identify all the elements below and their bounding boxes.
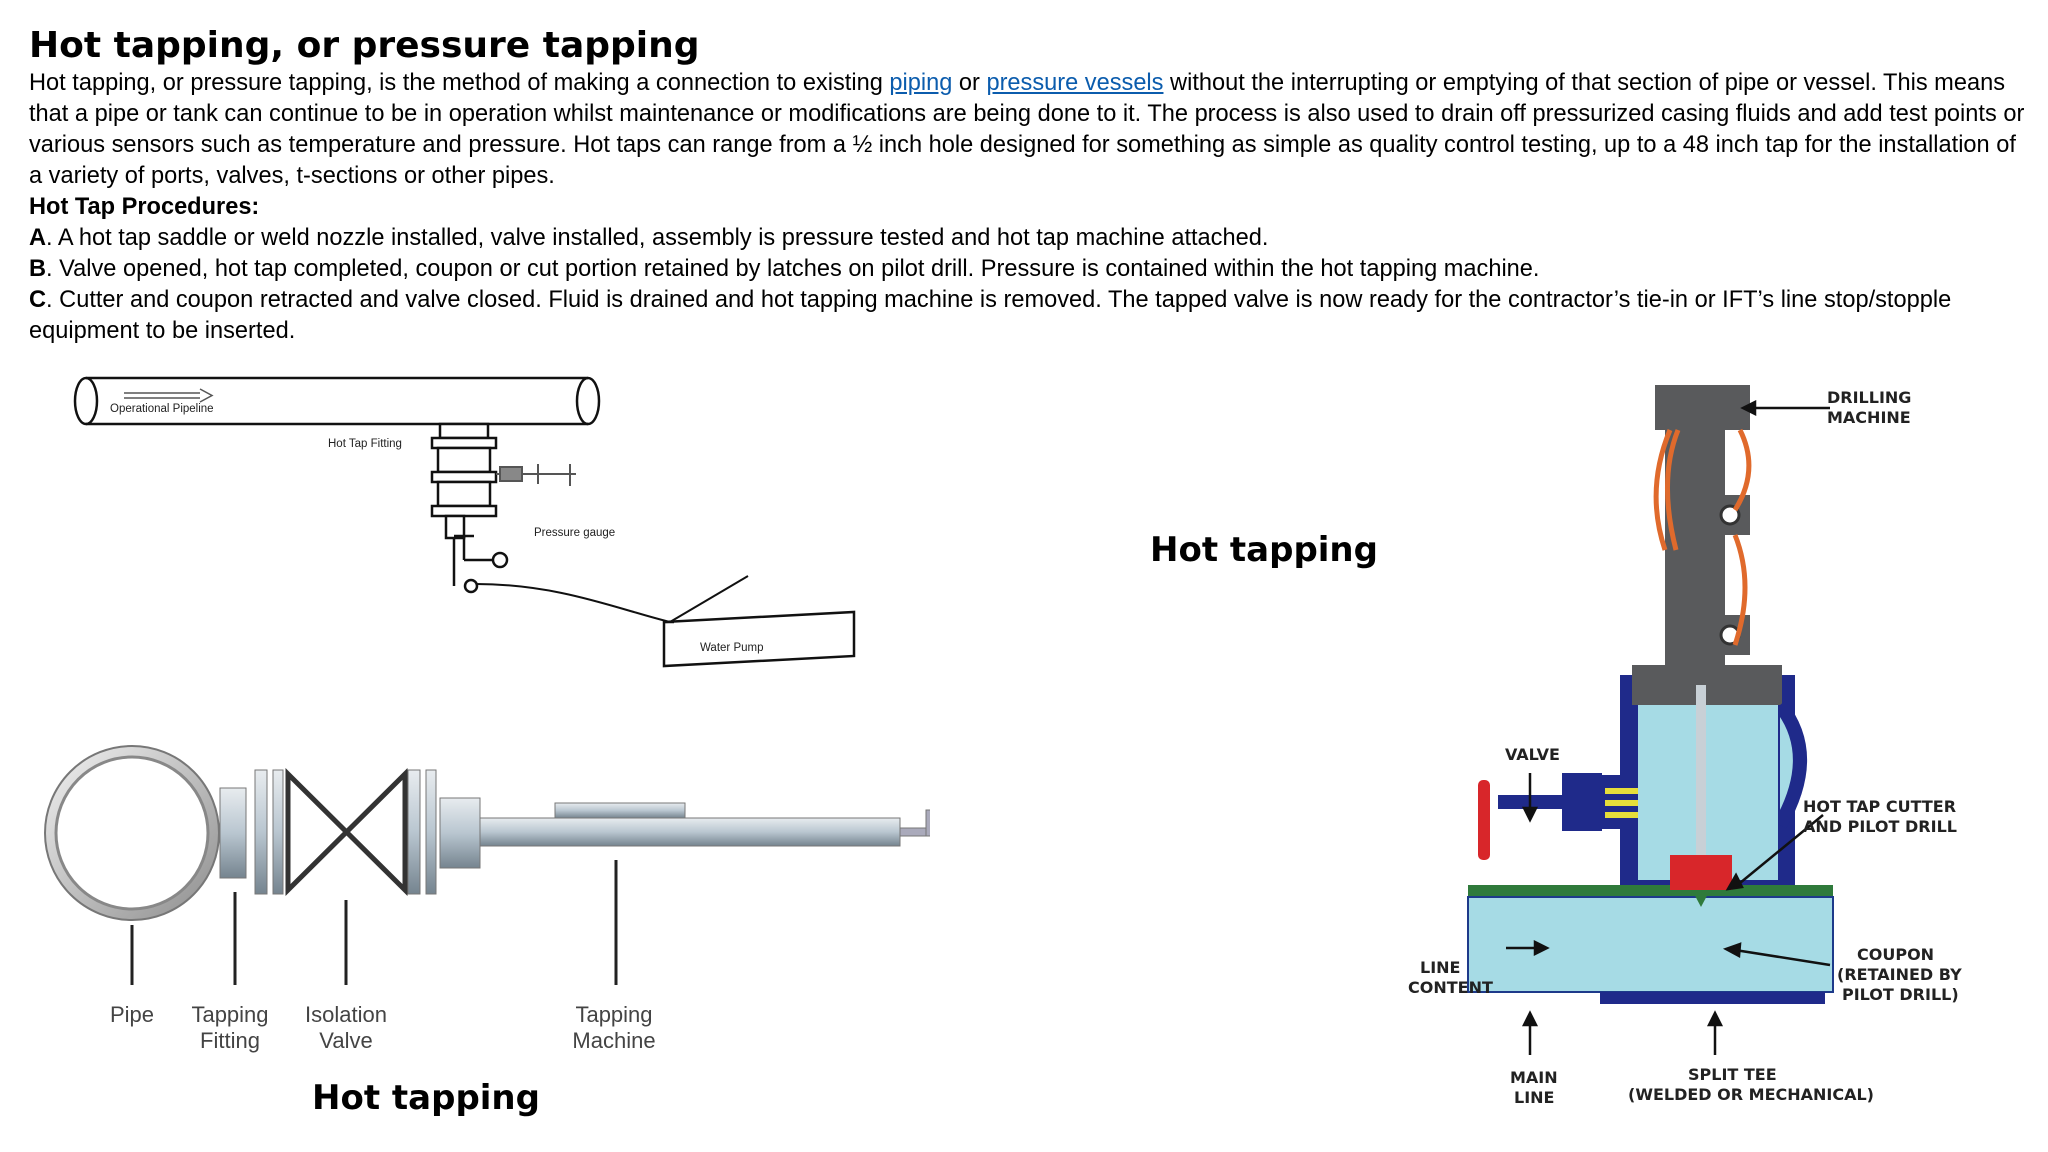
hot-tap-assembly-diagram: Pipe Tapping Fitting Isolation Valve Tap… bbox=[44, 745, 930, 1053]
procedures-heading: Hot Tap Procedures: bbox=[29, 194, 260, 220]
main-line-label: MAIN bbox=[1510, 1068, 1558, 1087]
line-content-label-2: CONTENT bbox=[1408, 978, 1493, 997]
hydraulic-hoses bbox=[1653, 428, 1752, 646]
pressure-vessels-link[interactable]: pressure vessels bbox=[986, 70, 1164, 96]
intro-paragraph: Hot tapping, or pressure tapping, is the… bbox=[29, 68, 2029, 192]
operational-pipeline-label: Operational Pipeline bbox=[110, 403, 214, 415]
hot-tapping-machine-diagram: DRILLING MACHINE VALVE HOT TAP CUTTER AN… bbox=[1408, 385, 1962, 1107]
pressure-gauge-label: Pressure gauge bbox=[534, 527, 615, 539]
bleed-valve-icon bbox=[496, 464, 576, 486]
pump-handle bbox=[669, 575, 749, 623]
callout-lines bbox=[130, 860, 618, 985]
split-tee-bottom bbox=[1600, 992, 1825, 1004]
tapping-machine-label: Tapping bbox=[575, 1002, 652, 1027]
step-letter: A bbox=[29, 225, 47, 251]
split-tee-label-2: (WELDED OR MECHANICAL) bbox=[1628, 1085, 1874, 1104]
callout-arrows bbox=[1506, 399, 1831, 1055]
hot-tap-cutter bbox=[1670, 855, 1732, 890]
drilling-machine-head bbox=[1655, 385, 1750, 430]
pipeline-end-right bbox=[575, 376, 601, 426]
procedure-step-a: A. A hot tap saddle or weld nozzle insta… bbox=[29, 223, 2029, 254]
intro-text-3: without the interrupting or emptying of … bbox=[29, 70, 2025, 189]
page-title: Hot tapping, or pressure tapping bbox=[29, 25, 700, 66]
split-tee-top bbox=[1468, 885, 1833, 897]
pipe-label: Pipe bbox=[110, 1002, 154, 1027]
step-letter: C bbox=[29, 287, 47, 313]
valve-label: VALVE bbox=[1505, 745, 1560, 764]
tapping-machine-label-2: Machine bbox=[572, 1028, 655, 1053]
cutter-label: HOT TAP CUTTER bbox=[1803, 797, 1956, 816]
hot-tap-fitting-label: Hot Tap Fitting bbox=[328, 438, 402, 450]
pressure-gauge-icon bbox=[452, 534, 509, 594]
tapping-fitting bbox=[219, 787, 247, 879]
bottom-caption: Hot tapping bbox=[312, 1078, 540, 1118]
cutter-label-2: AND PILOT DRILL bbox=[1803, 817, 1957, 836]
line-content-label: LINE bbox=[1420, 958, 1460, 977]
hose-line bbox=[475, 583, 671, 623]
machine-adapter bbox=[439, 797, 481, 869]
water-pump-label: Water Pump bbox=[700, 642, 763, 654]
procedure-step-b: B. Valve opened, hot tap completed, coup… bbox=[29, 254, 2029, 285]
drilling-machine-label: DRILLING bbox=[1827, 388, 1911, 407]
step-text: . Cutter and coupon retracted and valve … bbox=[29, 287, 1952, 344]
main-line-label-2: LINE bbox=[1514, 1088, 1554, 1107]
coupon-label-2: (RETAINED BY bbox=[1837, 965, 1962, 984]
pressure-test-diagram: Operational Pipeline Hot Tap Fitting Pre… bbox=[73, 376, 856, 668]
coupon-label-3: PILOT DRILL) bbox=[1842, 985, 1959, 1004]
isolation-valve-label: Isolation bbox=[305, 1002, 387, 1027]
piping-link[interactable]: piping bbox=[889, 70, 953, 96]
intro-text-1: Hot tapping, or pressure tapping, is the… bbox=[29, 70, 890, 96]
valve-chamber bbox=[1638, 705, 1778, 880]
tapping-fitting-label-2: Fitting bbox=[200, 1028, 260, 1053]
split-tee-label: SPLIT TEE bbox=[1688, 1065, 1777, 1084]
center-caption: Hot tapping bbox=[1150, 530, 1378, 570]
step-letter: B bbox=[29, 256, 47, 282]
pilot-drill-shaft bbox=[1696, 685, 1706, 855]
tapping-fitting-label: Tapping bbox=[191, 1002, 268, 1027]
flow-arrow-icon bbox=[124, 388, 214, 403]
isolation-valve-label-2: Valve bbox=[319, 1028, 372, 1053]
step-text: . Valve opened, hot tap completed, coupo… bbox=[46, 256, 1540, 282]
tapping-machine bbox=[479, 817, 901, 847]
article-body: Hot tapping, or pressure tapping, is the… bbox=[29, 68, 2029, 347]
coupon-label: COUPON bbox=[1857, 945, 1934, 964]
intro-text-2: or bbox=[952, 70, 987, 96]
isolation-valve-icon bbox=[285, 768, 408, 896]
procedure-step-c: C. Cutter and coupon retracted and valve… bbox=[29, 285, 2029, 347]
coupon bbox=[1692, 890, 1710, 907]
hot-tap-fitting bbox=[430, 422, 498, 540]
pipeline-end-left bbox=[73, 376, 99, 426]
drilling-machine-label-2: MACHINE bbox=[1827, 408, 1911, 427]
main-line-pipe bbox=[1467, 896, 1834, 993]
water-pump-box bbox=[662, 610, 856, 668]
valve-handwheel-icon bbox=[1478, 780, 1490, 860]
step-text: . A hot tap saddle or weld nozzle instal… bbox=[46, 225, 1269, 251]
